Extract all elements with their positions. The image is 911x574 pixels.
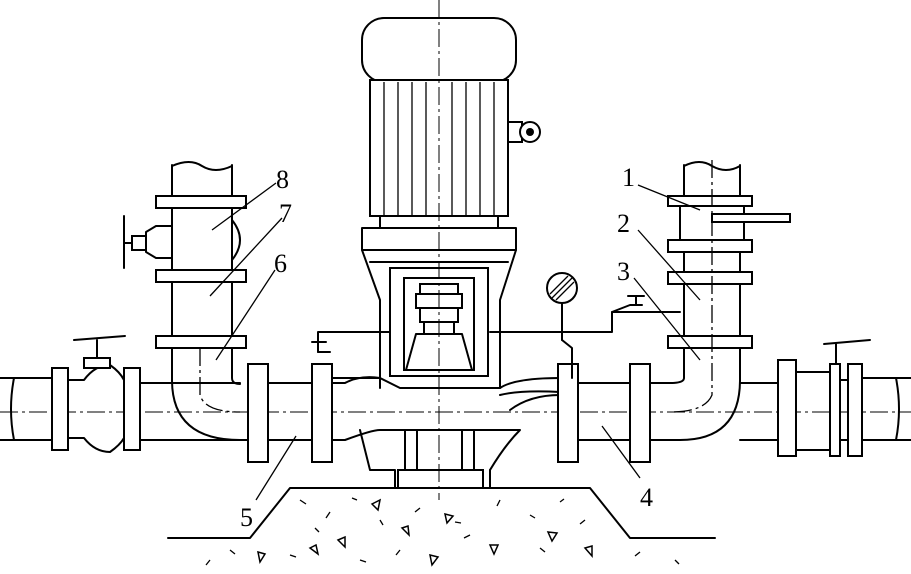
- callout-leaders: [209, 182, 701, 501]
- gauge-line: [311, 295, 681, 353]
- callout-6: 6: [274, 249, 287, 278]
- pump-body: [331, 377, 561, 489]
- left-inlet-pipe: [0, 335, 249, 453]
- right-pump-connection: [557, 363, 681, 463]
- callout-1: 1: [622, 163, 635, 192]
- electric-motor: [361, 17, 541, 229]
- callout-4: 4: [640, 483, 653, 512]
- callout-2: 2: [617, 209, 630, 238]
- callout-5: 5: [240, 503, 253, 532]
- callout-7: 7: [279, 199, 292, 228]
- callout-3: 3: [617, 257, 630, 286]
- left-branch: [123, 161, 247, 441]
- pressure-gauge: [546, 272, 578, 379]
- right-outlet-pipe: [739, 339, 911, 457]
- right-branch: [667, 160, 791, 441]
- callout-8: 8: [276, 165, 289, 194]
